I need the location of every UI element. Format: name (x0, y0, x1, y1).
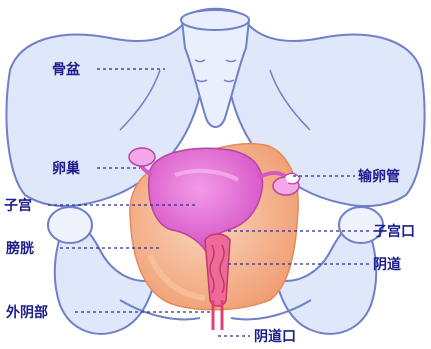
left-ovary (129, 148, 155, 166)
vagina-canal (205, 234, 230, 330)
label-cervix: 子宫口 (373, 223, 415, 240)
label-ovary: 卵巢 (52, 160, 81, 177)
label-vaginal-opening: 阴道口 (254, 328, 296, 345)
label-vulva: 外阴部 (6, 304, 48, 321)
label-fallopian-tube: 输卵管 (358, 168, 400, 185)
label-bladder: 膀胱 (5, 240, 34, 257)
label-vagina: 阴道 (373, 256, 401, 273)
label-pelvis: 骨盆 (52, 61, 81, 78)
label-uterus: 子宫 (4, 197, 32, 214)
